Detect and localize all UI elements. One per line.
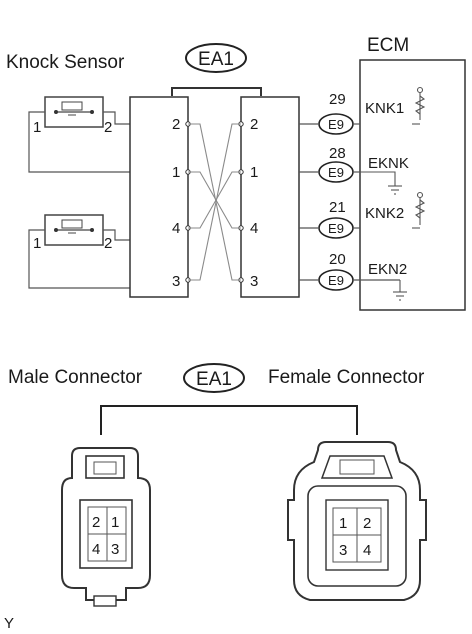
left-pin-d: 3 [172,273,180,290]
right-pin-c: 4 [250,220,258,237]
ecm-title: ECM [367,35,409,56]
ecm-eknk-label: EKNK [368,155,409,172]
right-pin-b: 1 [250,164,258,181]
left-pin-c: 4 [172,220,180,237]
knock-sensor-2: 1 2 [33,214,112,252]
ecm-pin-29: 29 [329,91,346,108]
left-pin-b: 1 [172,164,180,181]
sensor2-pin-right: 2 [104,235,112,252]
ea1-bottom-badge: EA1 [183,363,245,393]
ecm-terminal-knk2: 21 E9 KNK2 [318,199,404,239]
ecm-ekn2-label: EKN2 [368,261,407,278]
e9-label-3: E9 [328,221,344,236]
ecm-terminal-knk1: 29 E9 KNK1 [318,91,404,135]
ecm-internal-circuit [353,86,426,301]
ecm-knk1-label: KNK1 [365,100,404,117]
ecm-pin-20: 20 [329,251,346,268]
left-pin-a: 2 [172,116,180,133]
sensor2-pin-left: 1 [33,235,41,252]
female-pin-bl: 3 [339,542,347,559]
ecm-pin-28: 28 [329,145,346,162]
female-pin-tl: 1 [339,515,347,532]
figure-letter: Y [4,615,14,632]
female-connector-title: Female Connector [268,367,425,388]
male-connector-title: Male Connector [8,367,143,388]
right-pin-d: 3 [250,273,258,290]
male-pin-tl: 2 [92,514,100,531]
e9-label-1: E9 [328,117,344,132]
male-pin-bl: 4 [92,541,100,558]
harness-block-right [240,96,300,298]
harness-block-left [129,96,189,298]
e9-label-2: E9 [328,165,344,180]
e9-label-4: E9 [328,273,344,288]
ea1-top-ellipse [185,43,247,73]
ecm-pin-21: 21 [329,199,346,216]
knock-sensor-title: Knock Sensor [6,52,125,73]
female-pin-tr: 2 [363,515,371,532]
knock-sensor-1: 1 2 [33,96,112,136]
ecm-wires [299,123,318,281]
ecm-knk2-label: KNK2 [365,205,404,222]
ea1-bottom-ellipse [183,363,245,393]
ecm-terminal-eknk: 28 E9 EKNK [318,145,409,183]
male-pin-br: 3 [111,541,119,558]
ea1-bottom-label: EA1 [196,369,232,390]
sensor1-pin-left: 1 [33,119,41,136]
male-pin-tr: 1 [111,514,119,531]
ecm-terminal-ekn2: 20 E9 EKN2 [318,251,407,291]
female-connector-face: 1 2 3 4 [287,441,427,601]
male-connector-face: 2 1 4 3 [61,447,151,607]
ea1-top-bracket [171,87,262,96]
crossover-wires [188,123,241,281]
ea1-top-badge: EA1 [171,43,262,96]
connector-bracket [100,405,358,435]
female-pin-br: 4 [363,542,371,559]
sensor1-pin-right: 2 [104,119,112,136]
ea1-top-label: EA1 [198,49,234,70]
ecm-box [359,59,466,311]
right-pin-a: 2 [250,116,258,133]
